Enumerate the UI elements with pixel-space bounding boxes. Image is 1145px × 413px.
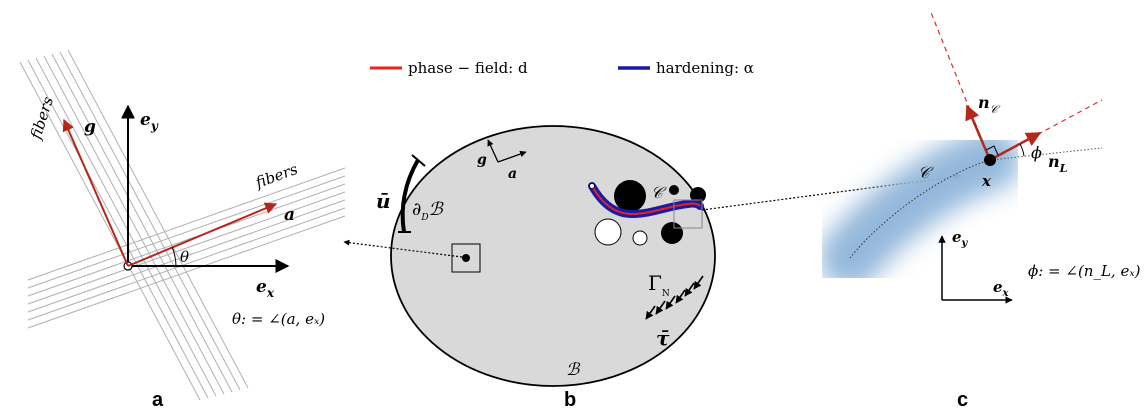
- body-label: ℬ: [566, 360, 581, 380]
- b-a-arrow: [497, 150, 527, 163]
- theta-definition: θ: = ∠(a, eₓ): [232, 310, 325, 328]
- nl-vector: [989, 131, 1042, 162]
- fibers-label-1: fibers: [26, 94, 57, 142]
- nc-vector: [965, 104, 992, 161]
- phi-definition: ϕ: = ∠(n_L, eₓ): [1028, 262, 1141, 280]
- traction-arrows: [645, 275, 704, 320]
- traction-label: τ̄: [656, 326, 670, 350]
- panel-letter-c: c: [957, 389, 968, 411]
- nl-label: nL: [1048, 152, 1068, 175]
- horizontal-reference: [989, 147, 1103, 161]
- legend-hardening-text: hardening: α: [656, 59, 754, 77]
- crack-centerline: [849, 159, 991, 259]
- panel-c: n𝒞 nL ϕ x 𝒞 ey ex ϕ: = ∠(n_L, eₓ) c: [819, 9, 1141, 411]
- fiber-bundle-1: [19, 49, 249, 401]
- inclusion-large-black: [614, 180, 646, 212]
- zoom-box-material-point: [451, 243, 481, 273]
- panel-b: phase − field: d hardening: α g a 𝒞: [343, 59, 961, 411]
- dirichlet-boundary: [400, 158, 420, 233]
- right-angle-marker: [985, 145, 999, 156]
- ey-label: ey: [140, 110, 159, 133]
- crack-tip-start: [589, 183, 595, 189]
- c-ex-label: ex: [993, 278, 1010, 299]
- crack-phase-field-path: [591, 185, 701, 216]
- a-vector: [127, 202, 278, 267]
- inclusion-small-black-2: [690, 187, 706, 203]
- panel-letter-a: a: [152, 389, 164, 411]
- b-g-label: g: [477, 152, 487, 168]
- void-white-small: [632, 230, 648, 246]
- dirichlet-tick-top: [411, 154, 426, 167]
- void-white-large: [594, 218, 622, 246]
- inclusion-small-black-1: [669, 185, 679, 195]
- neumann-boundary-label: ΓN: [648, 271, 670, 299]
- material-point: [462, 254, 470, 262]
- u-bar-label: ū: [376, 189, 391, 213]
- c-ey-label: ey: [952, 228, 969, 249]
- nc-label: n𝒞: [978, 93, 1001, 116]
- fiber-bundle-2: [27, 167, 346, 329]
- g-label: g: [84, 117, 96, 137]
- zoom-box-crack-tip: [673, 199, 703, 229]
- panel-a: fibers fibers g a ey ex θ θ: = ∠(a, eₓ) …: [19, 49, 346, 411]
- phi-arc: [1019, 143, 1025, 157]
- dirichlet-boundary-label: ∂Dℬ: [412, 199, 445, 223]
- panel-letter-b: b: [564, 389, 576, 411]
- phi-label: ϕ: [1031, 143, 1042, 162]
- ex-label: ex: [256, 277, 275, 300]
- point-x: [984, 154, 996, 166]
- g-vector: [62, 118, 129, 267]
- x-label: x: [981, 172, 992, 190]
- legend-phase-text: phase − field: d: [408, 59, 528, 77]
- theta-arc: [171, 246, 177, 267]
- inclusion-black-lower: [661, 222, 683, 244]
- b-g-arrow: [487, 139, 499, 163]
- fibers-label-2: fibers: [252, 160, 300, 192]
- b-a-label: a: [508, 166, 517, 182]
- a-label: a: [284, 205, 295, 225]
- theta-label: θ: [180, 248, 189, 266]
